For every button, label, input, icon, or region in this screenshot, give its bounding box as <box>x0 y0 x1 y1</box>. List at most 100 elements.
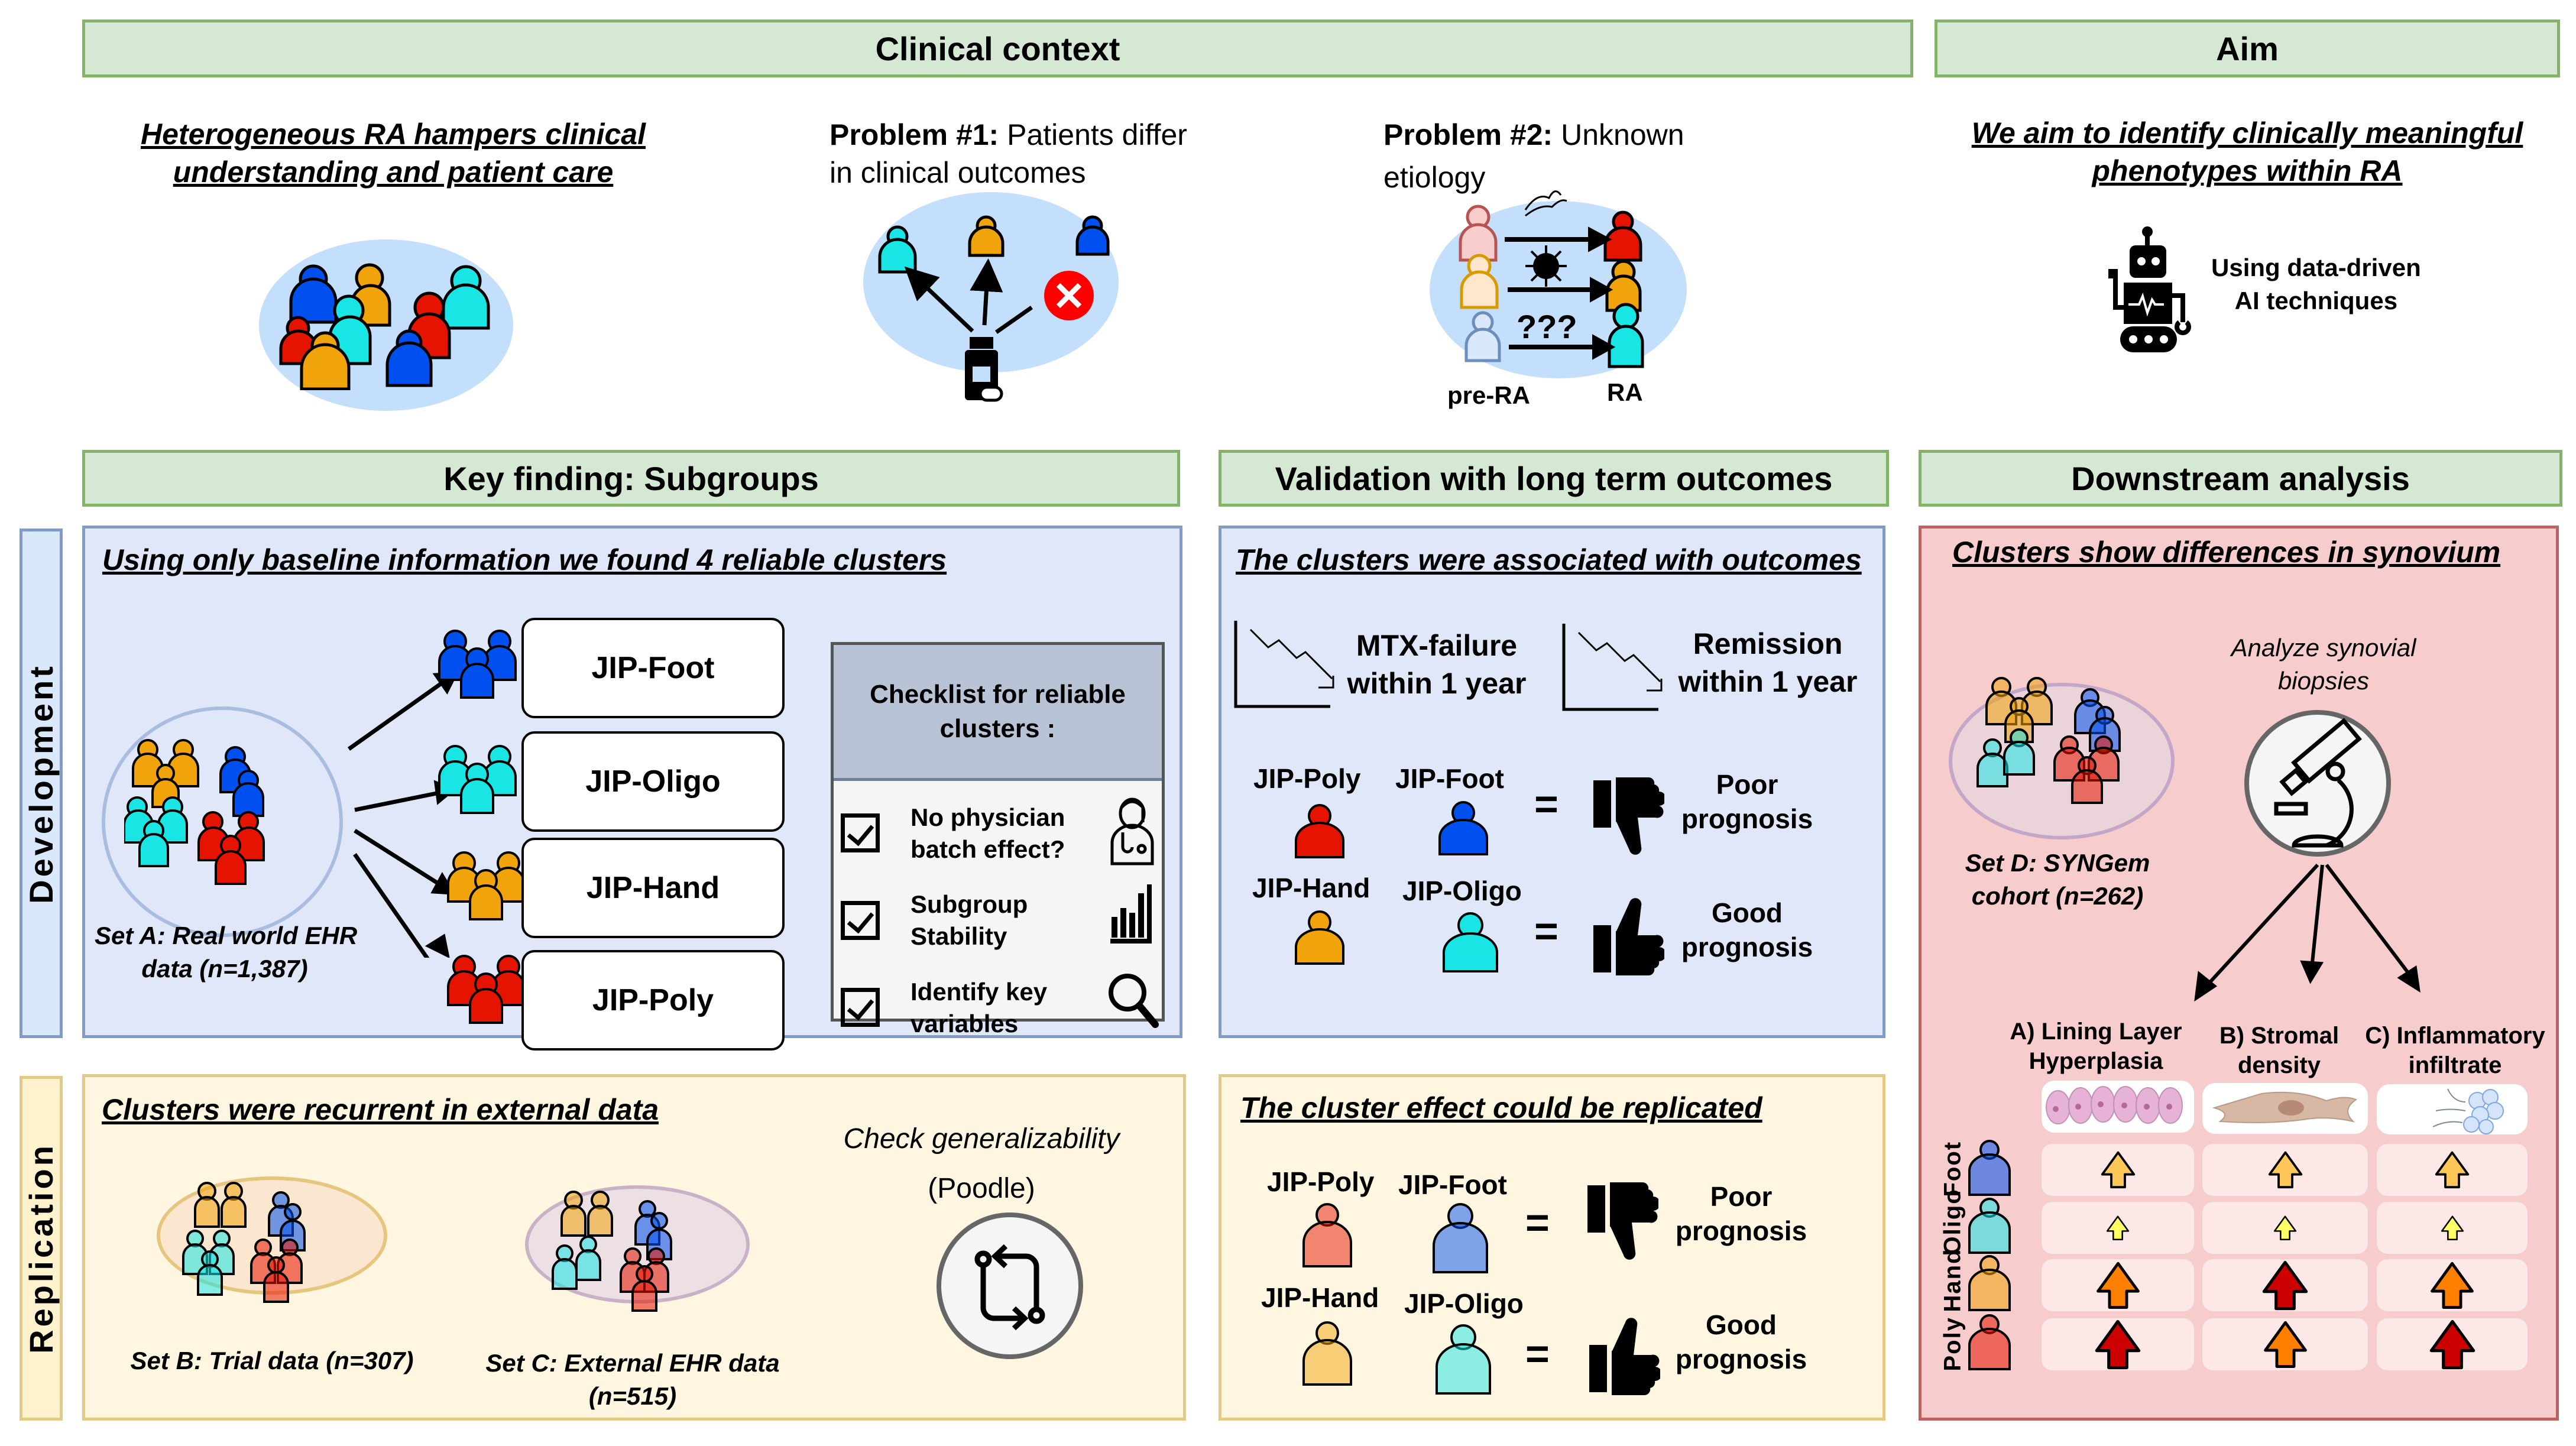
checkbox-key-variables[interactable] <box>841 988 880 1027</box>
synovium-row-label-hand: Hand <box>1939 1248 1966 1312</box>
patient-figure <box>385 329 433 387</box>
aim-method-text: Using data-driven AI techniques <box>2211 251 2421 317</box>
rep-poor-group-foot-label: JIP-Foot <box>1398 1169 1507 1200</box>
synovium-patient-poly-icon <box>1968 1314 2011 1370</box>
rep-poor-prognosis-line1: Poor <box>1710 1181 1773 1212</box>
patient-figure <box>1075 215 1110 256</box>
etiology-diagram <box>1459 190 1644 368</box>
dna-icon <box>1524 190 1567 217</box>
patient-figure <box>968 215 1005 257</box>
up-arrow-moderate-icon <box>2101 1151 2135 1189</box>
replication-title: Clusters were recurrent in external data <box>102 1093 659 1126</box>
up-arrow-high-icon <box>2263 1321 2307 1368</box>
synovium-cell <box>2042 1318 2194 1370</box>
cluster-label-hand: JIP-Hand <box>586 871 720 905</box>
feature-lining-line2: Hyperplasia <box>2029 1048 2163 1074</box>
cluster-icon-oligo <box>438 745 517 814</box>
up-arrow-low-icon <box>2441 1215 2464 1240</box>
set-a-line2: data (n=1,387) <box>141 955 308 983</box>
checklist-item-physician: No physician batch effect? <box>910 802 1065 865</box>
analyze-line2: biopsies <box>2277 667 2370 695</box>
patient-poly-icon <box>1295 804 1344 858</box>
header-clinical-context-label: Clinical context <box>875 30 1120 67</box>
rep-equals-good: = <box>1525 1331 1550 1377</box>
set-c-patients-icon <box>552 1191 672 1312</box>
checklist-item-stability-line1: Subgroup <box>910 890 1028 918</box>
synovium-patient-oligo-icon <box>1968 1198 2011 1254</box>
rep-poor-prognosis-label: Poor prognosis <box>1661 1179 1821 1248</box>
header-downstream: Downstream analysis <box>1919 450 2562 507</box>
aim-statement-line2: phenotypes within RA <box>2092 154 2403 187</box>
cluster-icon-poly <box>447 955 526 1024</box>
feature-inflammatory-infiltrate: C) Inflammatory infiltrate <box>2356 1021 2554 1080</box>
checklist-header: Checklist for reliable clusters : <box>834 645 1162 781</box>
rep-thumbs-down-icon <box>1587 1182 1658 1260</box>
poor-group-foot-label: JIP-Foot <box>1395 763 1504 794</box>
rep-good-prognosis-line2: prognosis <box>1675 1344 1807 1374</box>
declining-chart-icon <box>1562 624 1663 711</box>
bar-chart-icon <box>1110 884 1152 944</box>
outcome-mtx-line1: MTX-failure <box>1356 629 1518 662</box>
good-prognosis-line1: Good <box>1711 897 1783 928</box>
checkbox-physician[interactable] <box>841 813 880 852</box>
set-d-line2: cohort (n=262) <box>1971 882 2144 910</box>
feature-inflammatory-line1: C) Inflammatory <box>2365 1023 2545 1049</box>
patient-figure <box>289 264 338 324</box>
checklist-item-physician-line1: No physician <box>910 803 1065 831</box>
set-a-line1: Set A: Real world EHR <box>95 922 358 949</box>
set-c-line2: (n=515) <box>588 1382 677 1410</box>
synovium-branch-arrows <box>2194 863 2421 1002</box>
synovium-cell <box>2377 1202 2528 1254</box>
checklist-item-stability-line2: Stability <box>910 922 1007 950</box>
reliability-checklist: Checklist for reliable clusters : No phy… <box>831 642 1165 1038</box>
cluster-icon-hand <box>447 851 526 920</box>
outcome-mtx-line2: within 1 year <box>1347 667 1527 700</box>
aim-statement: We aim to identify clinically meaningful… <box>1935 114 2560 190</box>
checkbox-stability[interactable] <box>841 901 880 940</box>
patient-hand-icon <box>1295 910 1344 965</box>
heterogeneous-line1: Heterogeneous RA hampers clinical <box>141 118 646 151</box>
synovium-cell <box>2202 1202 2368 1254</box>
poor-group-poly-label: JIP-Poly <box>1253 763 1361 794</box>
rep-patient-oligo-icon <box>1436 1324 1491 1395</box>
rep-poor-prognosis-line2: prognosis <box>1675 1215 1807 1246</box>
stromal-cell-image <box>2202 1083 2368 1134</box>
feature-lining-layer: A) Lining Layer Hyperplasia <box>1998 1017 2193 1076</box>
checklist-item-key-variables-line2: variables <box>910 1010 1019 1038</box>
rep-good-prognosis-label: Good prognosis <box>1661 1308 1821 1376</box>
analyze-biopsies-label: Analyze synovial biopsies <box>2182 631 2465 698</box>
problem2-text: Problem #2: Unknown etiology <box>1383 114 1684 199</box>
aim-method-line1: Using data-driven <box>2211 254 2421 281</box>
up-arrow-moderate-icon <box>2268 1151 2302 1189</box>
treatment-outcome-diagram <box>878 215 1110 402</box>
rep-thumbs-up-icon <box>1589 1318 1660 1395</box>
pre-ra-label: pre-RA <box>1447 381 1531 409</box>
magnifier-icon <box>1109 974 1159 1028</box>
synovium-cell <box>2202 1318 2368 1370</box>
set-c-line1: Set C: External EHR data <box>485 1349 780 1377</box>
checklist-item-key-variables: Identify key variables <box>910 976 1047 1040</box>
set-d-line1: Set D: SYNGem <box>1965 849 2150 877</box>
checklist-item-physician-line2: batch effect? <box>910 835 1065 863</box>
set-b-label: Set B: Trial data (n=307) <box>130 1347 414 1374</box>
robot-icon <box>2108 226 2191 352</box>
declining-chart-icon <box>1234 621 1334 708</box>
up-arrow-high-icon <box>2431 1262 2474 1309</box>
medication-bottle-icon <box>965 337 1003 402</box>
cluster-label-foot: JIP-Foot <box>591 651 715 685</box>
patient-figure <box>878 225 917 274</box>
poodle-compare-icon <box>937 1212 1083 1359</box>
rep-poor-group-poly-label: JIP-Poly <box>1267 1166 1375 1197</box>
checklist-item-stability: Subgroup Stability <box>910 889 1028 952</box>
patient-figure <box>442 265 490 330</box>
outcome-mtx-failure: MTX-failure within 1 year <box>1327 627 1546 702</box>
up-arrow-low-icon <box>2106 1215 2130 1240</box>
doctor-icon <box>1110 797 1154 865</box>
synovium-patient-hand-icon <box>1968 1255 2011 1311</box>
poor-prognosis-line2: prognosis <box>1681 803 1813 834</box>
set-d-patients-icon <box>1976 677 2121 804</box>
problem2-desc-line2: etiology <box>1383 161 1486 194</box>
analyze-line1: Analyze synovial <box>2231 634 2416 662</box>
checklist-title-line2: clusters : <box>939 714 1056 743</box>
feature-stromal-density: B) Stromal density <box>2205 1021 2353 1080</box>
